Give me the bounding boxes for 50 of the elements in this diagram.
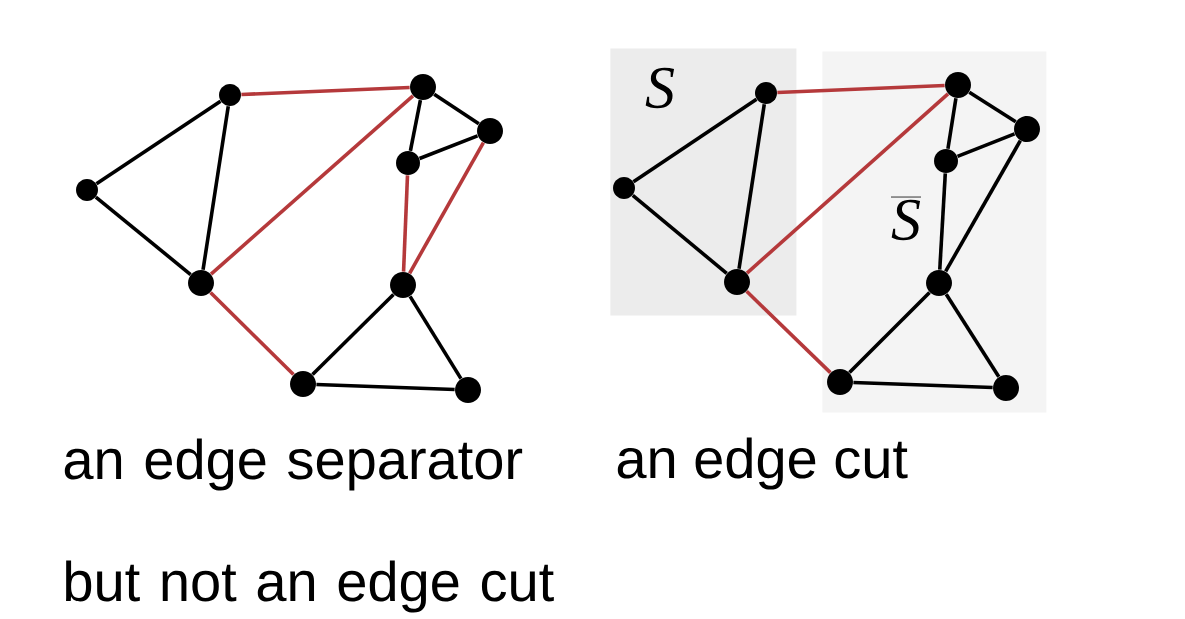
graph-edge: [937, 173, 948, 270]
graph-edge: [946, 97, 958, 149]
vertex-dot: [613, 177, 635, 199]
graph-edge: [316, 382, 455, 392]
graph-edge: [408, 295, 463, 380]
graph-edge: [418, 134, 479, 161]
graph-edge: [408, 141, 485, 275]
shaded-region: $S$: [610, 48, 797, 316]
graph-edge: [433, 92, 480, 126]
graph-edge: [209, 94, 415, 276]
vertex-dot: [755, 82, 777, 104]
graph-edge: [737, 104, 767, 270]
graph-edge: [956, 132, 1016, 159]
vertex-dot: [926, 270, 952, 296]
caption-text: an edge separator but not an edge cut: [64, 438, 554, 613]
graph-edge: [848, 291, 931, 374]
vertex-dot: [76, 179, 98, 201]
caption-text: an edge cut: [617, 437, 908, 490]
vertex-dot: [188, 270, 214, 296]
shaded-region: $\overline{S}$: [822, 51, 1047, 413]
vertex-dot: [390, 272, 416, 298]
graph-edge: [201, 105, 231, 271]
graph-edge: [777, 83, 945, 95]
graph-edge: [944, 293, 1001, 378]
graph-edge: [632, 97, 758, 184]
graph-edge: [408, 99, 423, 152]
vertex-dot: [477, 118, 503, 144]
graph-edge: [95, 99, 222, 186]
vertex-dot: [993, 375, 1019, 401]
graph-edge: [241, 85, 410, 97]
graph-edge: [631, 193, 728, 275]
graph-edge: [745, 290, 832, 374]
vertex-dot: [724, 269, 750, 295]
graph-edge: [944, 139, 1022, 273]
vertex-dot: [290, 371, 316, 397]
graph-edge: [968, 90, 1017, 124]
graph-edge: [401, 175, 410, 272]
vertex-dot: [827, 369, 853, 395]
graph-edge: [311, 293, 395, 376]
vertex-dot: [219, 84, 241, 106]
vertex-dot: [396, 151, 420, 175]
graph-edge: [94, 195, 192, 276]
graph-edge: [853, 380, 993, 390]
vertex-dot: [945, 72, 971, 98]
vertex-dot: [410, 74, 436, 100]
graph-edge: [745, 92, 950, 275]
vertex-dot: [455, 377, 481, 403]
vertex-dot: [1014, 116, 1040, 142]
vertex-dot: [934, 149, 958, 173]
graph-edge: [209, 291, 295, 376]
